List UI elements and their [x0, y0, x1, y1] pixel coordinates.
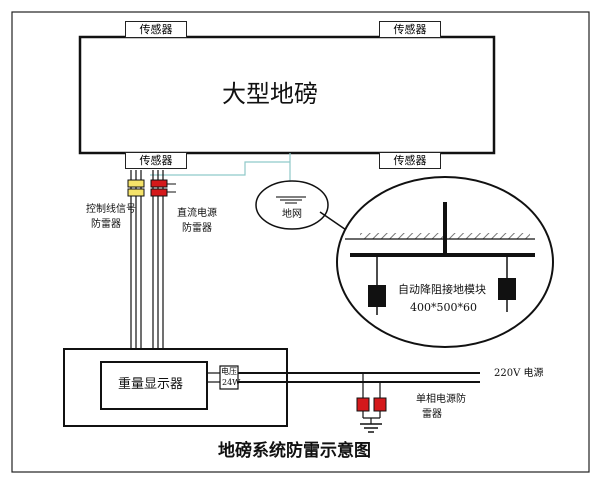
dc-arrester-top [150, 179, 168, 188]
power-label: 220V 电源 [494, 368, 544, 379]
ground-module-label: 自动降阻接地模块 [398, 283, 486, 296]
outer-frame [11, 11, 590, 473]
regulator-label-line1: 电压 [221, 367, 237, 376]
sensor-bottom-right: 传感器 [379, 152, 441, 169]
signal-arrester-bottom [127, 188, 145, 197]
sensor-bottom-left: 传感器 [125, 152, 187, 169]
signal-arrester-top [127, 179, 145, 188]
regulator-box [219, 365, 239, 390]
dc-arrester-bottom [150, 188, 168, 197]
dc-arrester-label-line1: 直流电源 [177, 208, 217, 219]
single-phase-arrester-label-line2: 雷器 [422, 409, 442, 420]
single-phase-arrester-label-line1: 单相电源防 [416, 394, 466, 405]
signal-arrester-label-line2: 防雷器 [91, 219, 121, 230]
dc-arrester-label-line2: 防雷器 [182, 223, 212, 234]
ground-module-right [498, 278, 516, 300]
display-box [100, 361, 208, 410]
ground-module-left [368, 285, 386, 307]
ground-module-size: 400*500*60 [410, 301, 477, 314]
ground-net-oval [255, 180, 329, 230]
scale-body [78, 35, 496, 155]
ground-net-label: 地网 [282, 209, 302, 220]
single-phase-arrester-right [373, 397, 387, 412]
sensor-top-right: 传感器 [379, 21, 441, 38]
ground-module-circle [336, 176, 554, 348]
scale-title: 大型地磅 [222, 80, 318, 108]
display-label: 重量显示器 [118, 377, 184, 392]
signal-arrester-label-line1: 控制线信号 [86, 204, 136, 215]
regulator-label-line2: 24W [222, 378, 241, 387]
diagram-caption: 地磅系统防雷示意图 [218, 441, 371, 461]
sensor-top-left: 传感器 [125, 21, 187, 38]
ground-wire [150, 161, 290, 176]
single-phase-arrester-left [356, 397, 370, 412]
